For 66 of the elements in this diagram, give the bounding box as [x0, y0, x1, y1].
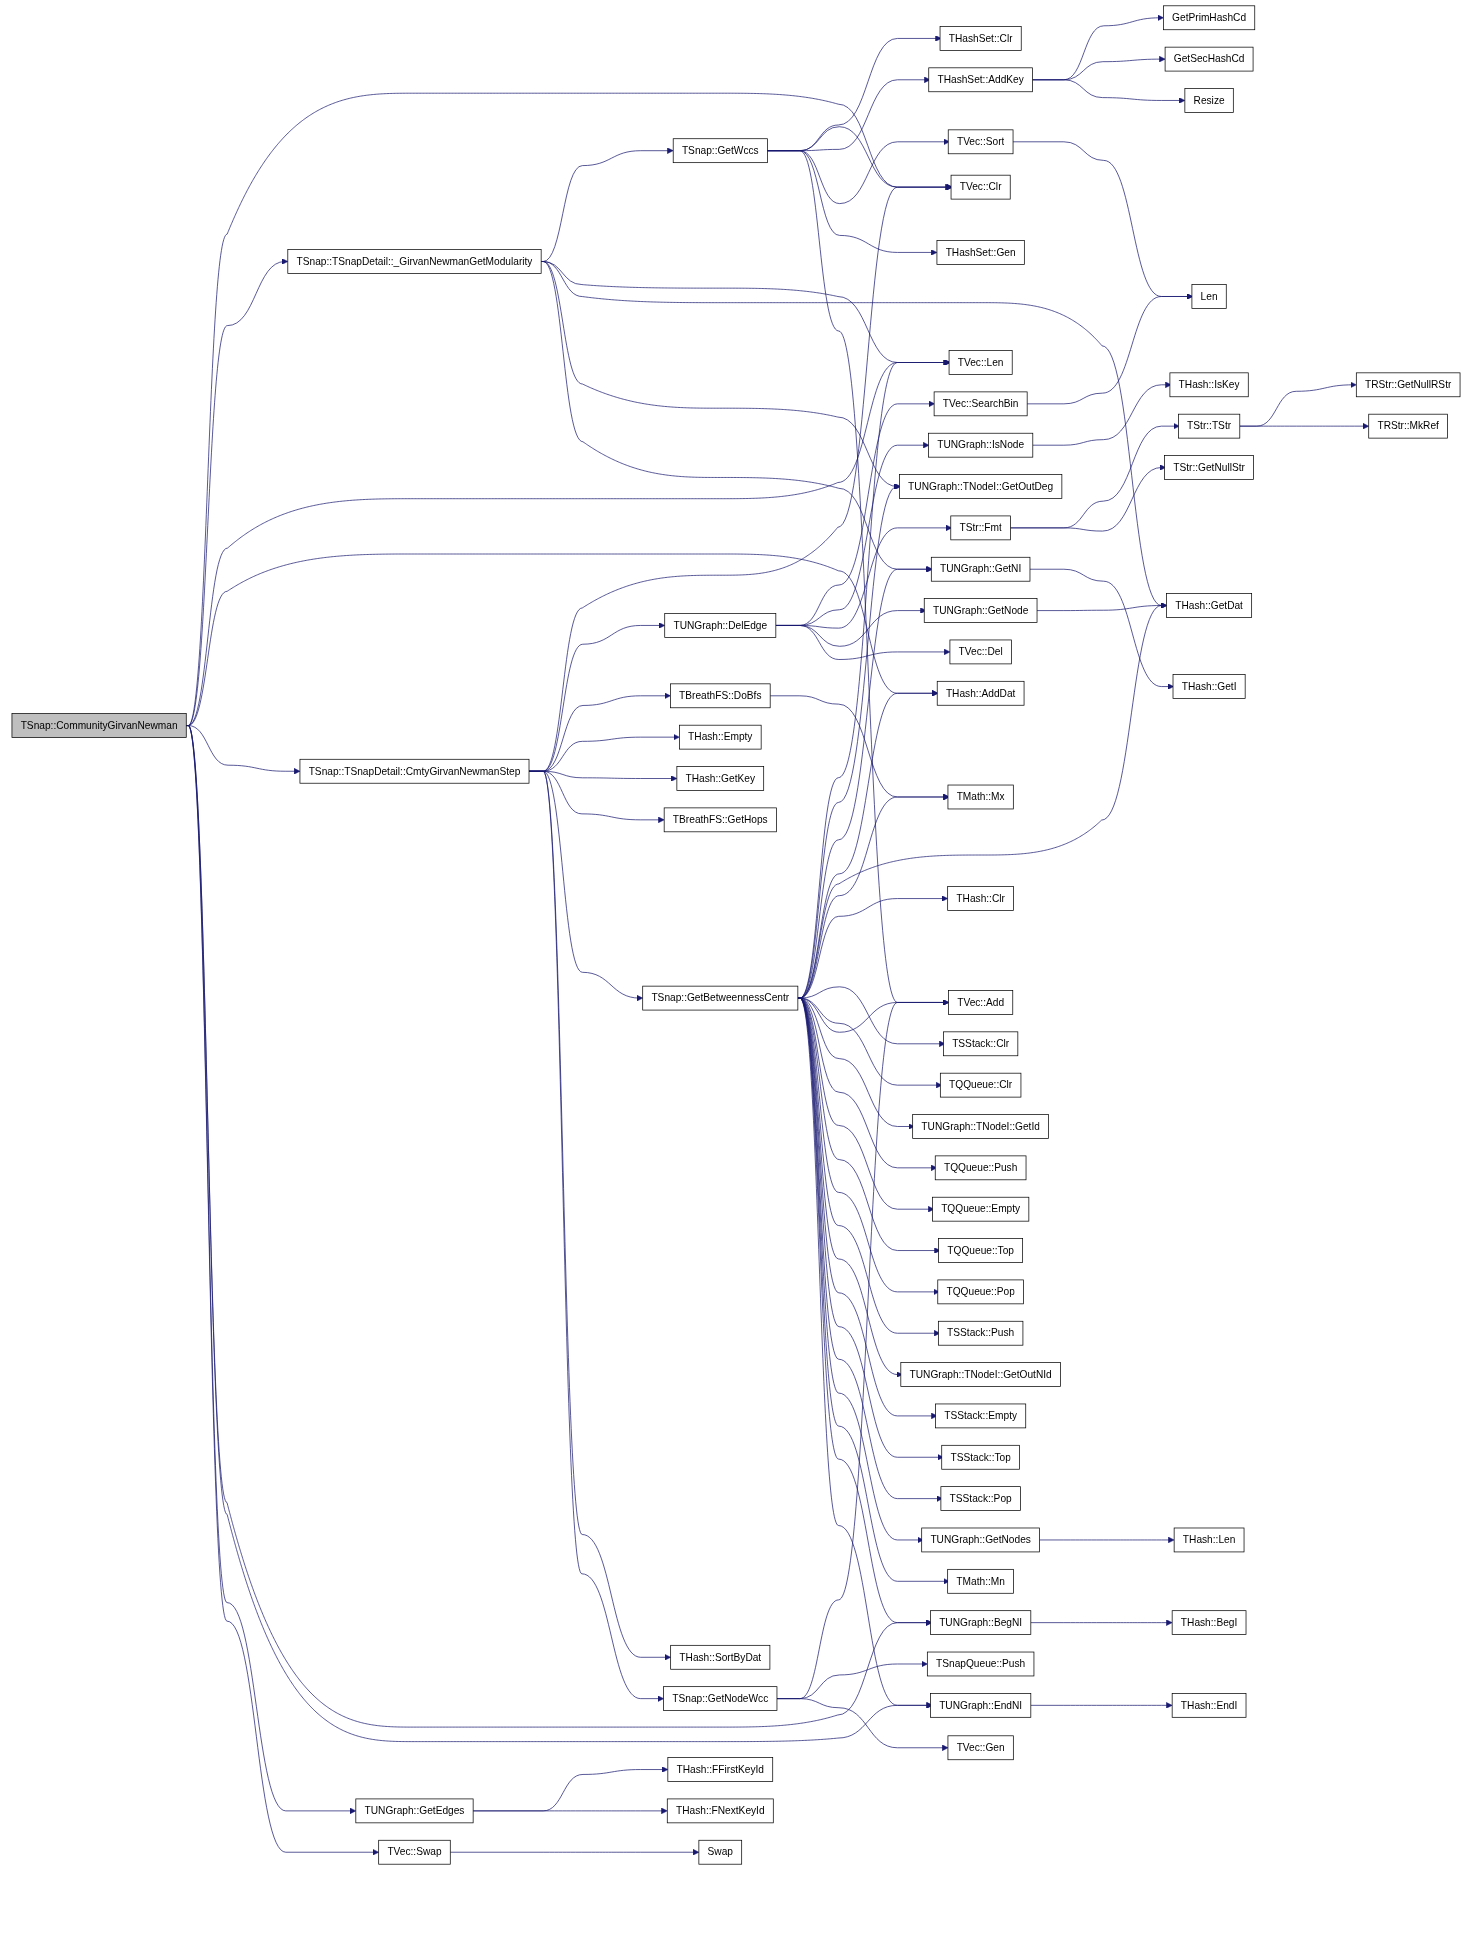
node-box: THash::Empty	[679, 724, 762, 750]
node-box: TUNGraph::TNodeI::GetOutDeg	[899, 474, 1063, 499]
node-box: TSStack::Top	[941, 1444, 1020, 1470]
node-box: TUNGraph::TNodeI::GetOutNId	[900, 1362, 1061, 1387]
node-box: THash::IsKey	[1169, 372, 1249, 398]
node-box: TStr::GetNullStr	[1164, 455, 1254, 480]
node-box: Len	[1191, 284, 1227, 309]
node-box: TSStack::Empty	[935, 1403, 1027, 1429]
node-box: TQQueue::Empty	[932, 1196, 1030, 1222]
node-box: THash::BegI	[1171, 1610, 1247, 1635]
node-box: TUNGraph::GetNodes	[921, 1527, 1040, 1553]
node-box: TUNGraph::GetNode	[923, 598, 1038, 623]
node-box: TSnap::TSnapDetail::_GirvanNewmanGetModularity	[287, 249, 542, 274]
node-box: TVec::Del	[949, 639, 1012, 665]
node-box: TSnap::CommunityGirvanNewman	[11, 713, 187, 738]
node-box: TMath::Mn	[947, 1568, 1014, 1594]
node-box: THash::SortByDat	[670, 1644, 771, 1670]
node-box: TRStr::MkRef	[1368, 413, 1448, 439]
node-box: TUNGraph::EndNI	[930, 1693, 1032, 1718]
node-box: THash::Clr	[947, 886, 1014, 911]
node-box: TSnapQueue::Push	[926, 1651, 1035, 1677]
node-box: THash::GetI	[1172, 674, 1246, 699]
node-box: TVec::Clr	[950, 174, 1011, 200]
node-box: TStr::TStr	[1178, 413, 1241, 439]
node-box: TVec::Len	[948, 350, 1013, 375]
node-box: THash::Len	[1173, 1527, 1245, 1553]
node-box: TRStr::GetNullRStr	[1355, 372, 1461, 398]
node-box: TUNGraph::IsNode	[928, 432, 1034, 458]
node-box: THash::AddDat	[936, 680, 1025, 706]
node-box: TSStack::Pop	[940, 1486, 1021, 1511]
node-box: TVec::SearchBin	[933, 391, 1028, 417]
node-box: THashSet::Clr	[939, 26, 1022, 51]
node-box: TBreathFS::GetHops	[663, 807, 777, 833]
node-box: TSStack::Push	[938, 1320, 1024, 1346]
node-box: TUNGraph::GetEdges	[355, 1798, 474, 1824]
node-box: GetPrimHashCd	[1163, 5, 1256, 31]
node-box: TBreathFS::DoBfs	[670, 683, 771, 709]
node-box: THash::FFirstKeyId	[667, 1757, 774, 1782]
node-box: TSnap::GetWccs	[672, 138, 768, 164]
node-box: TUNGraph::GetNI	[930, 556, 1031, 582]
node-box: THash::GetKey	[676, 766, 765, 791]
node-box: GetSecHashCd	[1164, 46, 1254, 72]
node-box: TQQueue::Clr	[939, 1072, 1022, 1098]
node-box: TVec::Swap	[378, 1839, 451, 1865]
node-box: Resize	[1184, 88, 1234, 113]
node-box: THashSet::AddKey	[928, 67, 1033, 93]
node-box: TUNGraph::DelEdge	[664, 613, 777, 638]
node-box: TVec::Gen	[947, 1735, 1014, 1761]
node-box: THash::GetDat	[1166, 593, 1253, 618]
node-box: TSnap::TSnapDetail::CmtyGirvanNewmanStep	[299, 758, 530, 784]
node-box: TQQueue::Top	[938, 1238, 1023, 1263]
node-box: TUNGraph::BegNI	[930, 1610, 1032, 1635]
node-box: TSnap::GetBetweennessCentr	[642, 985, 799, 1011]
node-box: Swap	[698, 1839, 743, 1865]
node-box: TQQueue::Push	[934, 1155, 1027, 1181]
node-box: TSStack::Clr	[943, 1031, 1019, 1057]
node-box: TMath::Mx	[947, 784, 1014, 810]
node-box: TSnap::GetNodeWcc	[663, 1686, 778, 1711]
node-box: TVec::Sort	[947, 129, 1014, 155]
node-box: TQQueue::Pop	[937, 1279, 1024, 1305]
node-box: TVec::Add	[948, 990, 1014, 1015]
node-box: THashSet::Gen	[936, 240, 1025, 265]
node-box: TStr::Fmt	[950, 515, 1011, 541]
node-box: THash::EndI	[1171, 1693, 1247, 1718]
node-box: TUNGraph::TNodeI::GetId	[912, 1114, 1049, 1139]
node-box: THash::FNextKeyId	[666, 1798, 774, 1824]
